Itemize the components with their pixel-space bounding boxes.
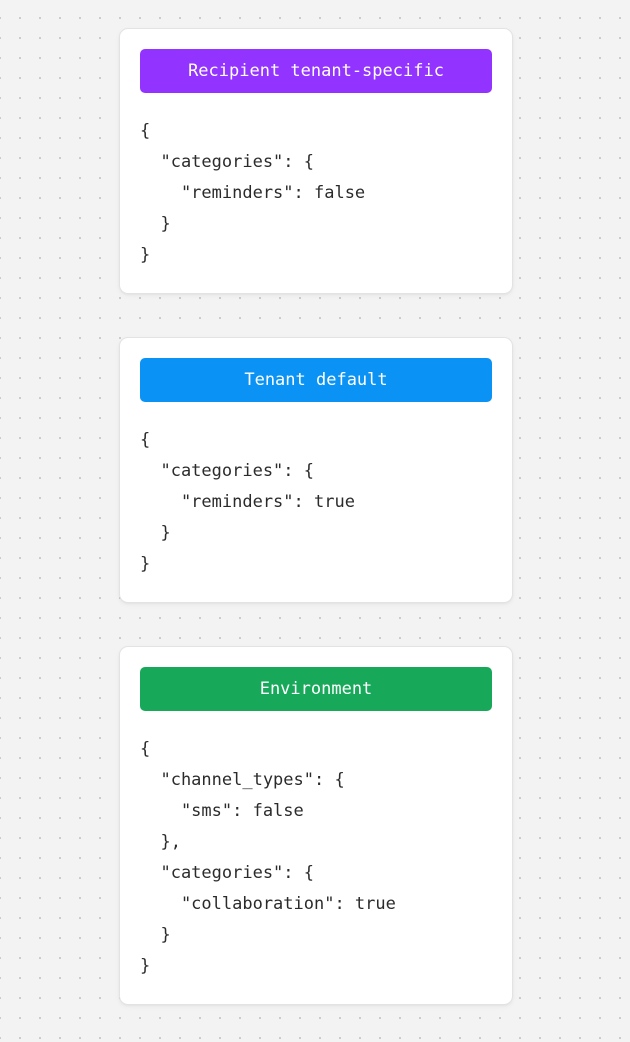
card-code-tenant-default: { "categories": { "reminders": true } } [140,430,355,574]
card-header-recipient-tenant-specific: Recipient tenant-specific [140,49,492,93]
card-code-environment: { "channel_types": { "sms": false }, "ca… [140,739,396,976]
card-header-tenant-default: Tenant default [140,358,492,402]
card-header-environment: Environment [140,667,492,711]
card-code-recipient-tenant-specific: { "categories": { "reminders": false } } [140,121,366,265]
preference-card-tenant-default: Tenant default { "categories": { "remind… [119,337,513,603]
preference-card-environment: Environment { "channel_types": { "sms": … [119,646,513,1005]
preference-card-recipient-tenant-specific: Recipient tenant-specific { "categories"… [119,28,513,294]
